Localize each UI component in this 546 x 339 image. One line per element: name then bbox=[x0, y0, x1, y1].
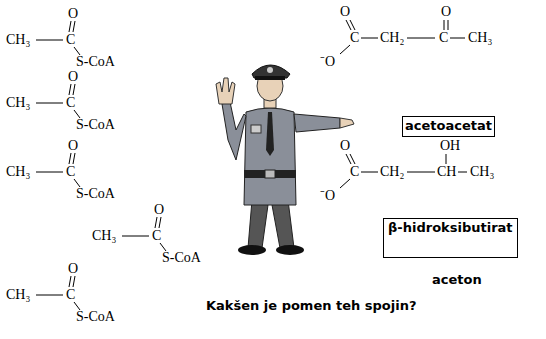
bond-line bbox=[74, 302, 80, 310]
formula-text: OH bbox=[440, 138, 460, 153]
formula-text: CH₃ bbox=[470, 164, 494, 179]
formula-text: CH₃ bbox=[468, 30, 492, 45]
bond-line bbox=[69, 276, 71, 287]
formula-text: O bbox=[154, 202, 164, 217]
bond-line bbox=[73, 21, 75, 32]
formula-text: C bbox=[66, 32, 75, 47]
formula-text: C bbox=[66, 95, 75, 110]
formula-text: S-CoA bbox=[76, 186, 115, 201]
bond-line bbox=[160, 243, 166, 251]
formula-text: ⁻O bbox=[320, 54, 335, 69]
formula-text: C bbox=[66, 164, 75, 179]
bond-line bbox=[458, 172, 467, 173]
formula-text: CH bbox=[437, 164, 456, 179]
bond-line bbox=[122, 236, 149, 237]
bond-line bbox=[36, 295, 63, 296]
formula-text: CH₃ bbox=[6, 32, 30, 47]
formula-text: S-CoA bbox=[76, 309, 115, 324]
name-box: β-hidroksibutirat bbox=[383, 218, 518, 258]
bond-line bbox=[450, 38, 465, 39]
bond-line bbox=[69, 84, 71, 95]
bond-line bbox=[350, 20, 355, 30]
compound-name: acetoacetat bbox=[405, 119, 492, 133]
formula-text: CH₃ bbox=[92, 228, 116, 243]
name-box: acetoacetat bbox=[402, 116, 495, 137]
formula-text: C bbox=[66, 287, 75, 302]
bond-line bbox=[36, 172, 63, 173]
bond-line bbox=[74, 47, 80, 55]
bond-line bbox=[407, 38, 435, 39]
formula-text: O bbox=[68, 138, 78, 153]
caption-text: aceton bbox=[432, 273, 482, 287]
bond-line bbox=[36, 103, 63, 104]
formula-text: O bbox=[441, 4, 451, 19]
bond-line bbox=[73, 276, 75, 287]
formula-text: C bbox=[152, 228, 161, 243]
bond-line bbox=[446, 154, 447, 164]
formula-text: CH₂ bbox=[380, 30, 404, 45]
formula-text: CH₃ bbox=[6, 164, 30, 179]
formula-text: O bbox=[340, 4, 350, 19]
caption-text: Kakšen je pomen teh spojin? bbox=[206, 299, 417, 313]
formula-text: CH₃ bbox=[6, 95, 30, 110]
bond-line bbox=[407, 172, 435, 173]
bond-line bbox=[73, 153, 75, 164]
formula-text: C bbox=[439, 30, 448, 45]
compound-name: β-hidroksibutirat bbox=[388, 221, 513, 235]
formula-text: C bbox=[350, 30, 359, 45]
bond-line bbox=[36, 40, 63, 41]
bond-line bbox=[350, 154, 355, 164]
formula-text: CH₃ bbox=[6, 287, 30, 302]
formula-text: S-CoA bbox=[76, 54, 115, 69]
bond-line bbox=[361, 172, 378, 173]
formula-text: ⁻O bbox=[320, 188, 335, 203]
formula-text: O bbox=[68, 261, 78, 276]
bond-line bbox=[444, 20, 445, 30]
bond-line bbox=[73, 84, 75, 95]
bond-line bbox=[69, 153, 71, 164]
bond-line bbox=[340, 179, 350, 188]
bond-line bbox=[159, 217, 161, 228]
bond-line bbox=[74, 110, 80, 118]
formula-text: O bbox=[340, 138, 350, 153]
formula-text: S-CoA bbox=[162, 250, 201, 265]
bond-line bbox=[340, 45, 350, 54]
bond-line bbox=[361, 38, 378, 39]
formula-text: S-CoA bbox=[76, 117, 115, 132]
bond-line bbox=[155, 217, 157, 228]
formula-text: C bbox=[350, 164, 359, 179]
bond-line bbox=[69, 21, 71, 32]
formula-text: O bbox=[68, 69, 78, 84]
bond-line bbox=[74, 179, 80, 187]
formula-text: O bbox=[68, 6, 78, 21]
formula-text: CH₂ bbox=[380, 164, 404, 179]
bond-line bbox=[448, 20, 449, 30]
